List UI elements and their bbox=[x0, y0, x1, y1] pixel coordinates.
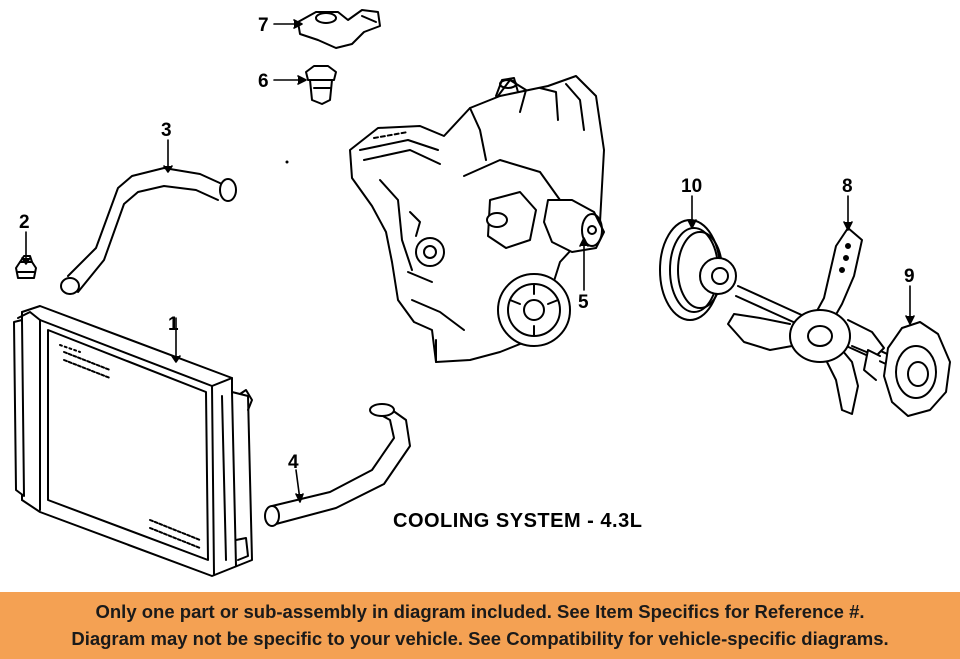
radiator bbox=[13, 305, 253, 577]
callout-8: 8 bbox=[842, 176, 853, 197]
water-pump bbox=[543, 199, 605, 253]
thermostat-outlet bbox=[495, 77, 519, 97]
thermostat bbox=[305, 65, 337, 105]
callout-1: 1 bbox=[168, 314, 179, 335]
callout-3: 3 bbox=[161, 120, 172, 141]
lower-radiator-hose bbox=[264, 403, 411, 527]
fan-clutch bbox=[863, 321, 951, 417]
callout-numbers: 1 2 3 4 5 6 7 8 9 10 bbox=[19, 15, 915, 473]
fan-blade bbox=[727, 227, 885, 415]
callout-5: 5 bbox=[578, 292, 589, 313]
thermostat-housing bbox=[297, 9, 381, 49]
upper-radiator-hose bbox=[60, 167, 237, 295]
notice-line-2: Diagram may not be specific to your vehi… bbox=[71, 628, 889, 649]
crank-pulley bbox=[497, 273, 571, 347]
cooling-system-diagram: 1 2 3 4 5 6 7 8 9 10 bbox=[13, 9, 951, 577]
radiator-cap bbox=[15, 255, 37, 279]
notice-line-1: Only one part or sub-assembly in diagram… bbox=[95, 601, 865, 622]
callout-4: 4 bbox=[288, 452, 299, 473]
callout-6: 6 bbox=[258, 71, 269, 92]
callout-9: 9 bbox=[904, 266, 915, 287]
diagram-title: COOLING SYSTEM - 4.3L bbox=[393, 510, 643, 532]
callout-7: 7 bbox=[258, 15, 269, 36]
notice-banner: Only one part or sub-assembly in diagram… bbox=[0, 592, 960, 659]
callout-10: 10 bbox=[681, 176, 702, 197]
callout-2: 2 bbox=[19, 212, 30, 233]
leader-lines bbox=[21, 19, 915, 503]
